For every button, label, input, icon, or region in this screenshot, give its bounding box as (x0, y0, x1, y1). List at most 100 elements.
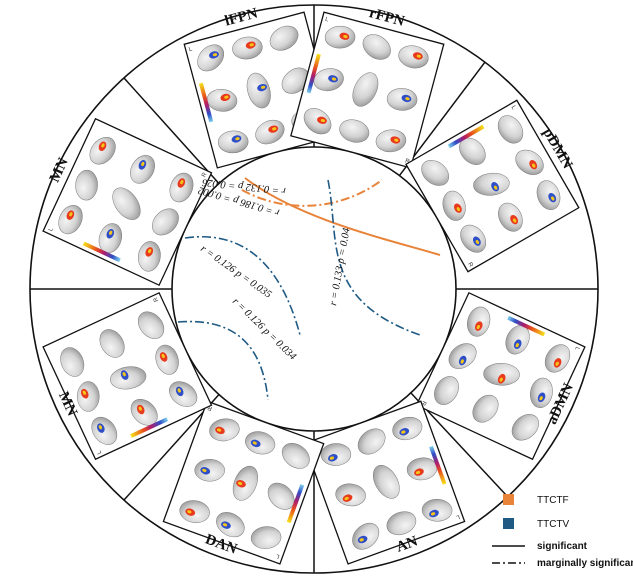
activation-core (260, 85, 266, 89)
activation-core (122, 372, 126, 377)
legend-swatch-ttctv (503, 518, 514, 529)
activation-core (532, 163, 536, 168)
brain-render (281, 67, 310, 94)
color-scale-bar (429, 445, 447, 485)
brain-render (137, 311, 165, 339)
activation-core (394, 138, 399, 142)
connection-arcs (177, 177, 441, 401)
legend-swatch-ttctf (503, 494, 514, 505)
legend: TTCTF TTCTV significant marginally signi… (492, 494, 633, 569)
orientation-r: R (206, 404, 213, 411)
activation-core (138, 406, 142, 411)
orientation-l: L (275, 552, 281, 559)
brain-render (281, 443, 310, 469)
activation-core (456, 207, 461, 212)
brain-render (421, 159, 450, 186)
activation-core (272, 127, 277, 131)
brain-render (352, 72, 379, 107)
orientation-l: L (188, 46, 193, 53)
orientation-r: R (419, 400, 427, 407)
arc-ttctv-left (184, 236, 301, 336)
activation-core (493, 185, 498, 190)
orientation-r: R (153, 295, 161, 302)
orientation-r: R (404, 158, 410, 165)
legend-label-marginal: marginally significant (537, 558, 633, 569)
activation-core (515, 343, 519, 348)
network-label-an: AN (394, 533, 420, 556)
arc-ttctf-significant (244, 177, 441, 256)
color-scale-bar (447, 124, 485, 149)
brain-render (472, 394, 499, 423)
brain-render (511, 414, 539, 441)
activation-core (101, 143, 105, 148)
brain-render (250, 526, 282, 549)
activation-core (224, 95, 229, 99)
activation-core (216, 428, 222, 432)
network-segments: LRlFPNLRrFPNLRpDMNLRaDMNLRANLRDANLRMNLRM… (42, 5, 586, 565)
legend-label-significant: significant (537, 541, 588, 552)
orientation-l: L (324, 17, 329, 24)
activation-core (148, 248, 152, 254)
activation-core (82, 390, 86, 395)
legend-label-ttctv: TTCTV (537, 519, 570, 530)
activation-core (177, 388, 181, 393)
activation-core (98, 425, 103, 430)
orientation-l: L (455, 513, 461, 520)
orientation-l: L (510, 105, 517, 111)
activation-core (343, 34, 348, 39)
activation-core (512, 218, 517, 223)
brain-render (339, 119, 370, 143)
arc-ttctv-right (327, 179, 421, 336)
brain-render (152, 208, 179, 236)
orientation-r: R (466, 262, 474, 269)
activation-core (161, 353, 165, 359)
activation-core (499, 377, 503, 382)
brain-render (434, 376, 459, 405)
arc-ttctv-bottom (177, 320, 269, 401)
activation-core (249, 43, 254, 47)
brain-render (497, 115, 524, 144)
color-scale-bar (82, 241, 121, 263)
activation-core (222, 523, 228, 527)
brain-render (99, 329, 125, 358)
activation-core (141, 161, 145, 167)
activation-core (344, 496, 349, 501)
segment-an: L R AN (303, 400, 466, 565)
arc-ttctf-marginal (241, 179, 383, 207)
brain-render (372, 465, 400, 499)
brain-render (112, 187, 141, 220)
activation-core (180, 180, 184, 185)
brain-render (362, 34, 391, 60)
brain-render (267, 482, 295, 510)
activation-core (252, 441, 257, 445)
brain-render (75, 169, 98, 201)
activation-core (329, 456, 335, 460)
orientation-l: L (573, 345, 580, 351)
activation-core (415, 470, 421, 475)
activation-core (187, 510, 192, 514)
brain-render (269, 25, 299, 51)
legend-label-ttctf: TTCTF (537, 495, 569, 506)
activation-core (551, 196, 555, 201)
activation-core (69, 212, 73, 217)
activation-core (320, 119, 326, 123)
activation-core (237, 481, 243, 486)
orientation-l: L (48, 226, 55, 232)
brain-render (386, 511, 417, 536)
activation-core (460, 359, 464, 364)
orientation-r: R (201, 171, 209, 178)
color-scale-bar (198, 82, 214, 123)
activation-core (212, 53, 218, 57)
activation-core (430, 512, 436, 516)
activation-core (539, 396, 543, 401)
activation-core (331, 77, 337, 81)
color-scale-bar (286, 484, 305, 524)
activation-core (476, 324, 480, 330)
activation-core (235, 137, 240, 141)
activation-core (475, 239, 480, 245)
